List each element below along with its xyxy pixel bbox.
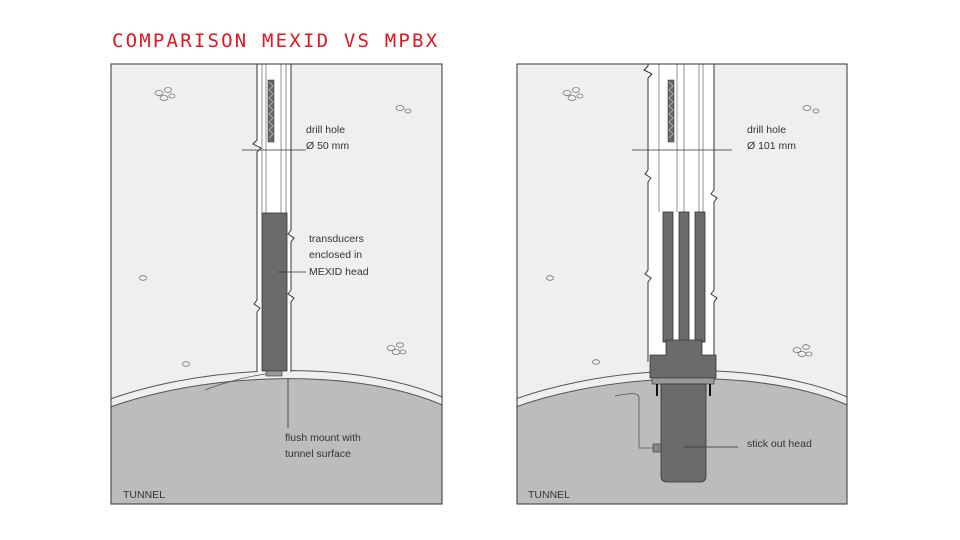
stick-out-head [660,383,707,483]
diameter-label: Ø 101 mm [747,140,796,152]
panel-border [516,63,848,505]
flush-label-line2: tunnel surface [285,448,351,460]
drill-hole-label: drill hole [747,124,786,136]
tunnel-section [111,378,442,504]
extensometer-rods [261,64,287,214]
drill-hole-wall-right [287,64,295,372]
mpbx-cable [614,393,653,449]
anchor-zigzag [268,81,274,139]
mpbx-panel: drill hole Ø 101 mm stick out head TUNNE… [516,63,848,505]
panel-border [110,63,443,505]
mexid-panel: drill hole Ø 50 mm transducers enclosed … [110,63,443,505]
mexid-cable [204,373,267,391]
pebbles-icon [546,87,820,365]
mexid-base [265,370,283,377]
stick-out-head-label: stick out head [747,438,812,450]
drill-hole-wall-right [710,64,718,362]
anchor-zigzag [668,81,674,139]
transducer-label-line2: enclosed in [309,249,362,261]
tunnel-label: TUNNEL [528,489,570,501]
rod-tubes [662,211,706,343]
page-title: COMPARISON MEXID VS MPBX [112,30,440,52]
cable-connector [652,443,662,453]
pebbles-icon [139,87,412,367]
drill-hole-wall-left [643,64,653,362]
mpbx-collar [651,377,715,385]
flush-label-line1: flush mount with [285,432,361,444]
anchor [667,79,675,143]
mexid-head [261,212,288,372]
diameter-label: Ø 50 mm [306,140,349,152]
mpbx-head-flange [649,339,717,379]
transducer-label-line3: MEXID head [309,266,369,278]
drill-hole-label: drill hole [306,124,345,136]
transducer-label-line1: transducers [309,233,364,245]
anchor [267,79,275,143]
tunnel-label: TUNNEL [123,489,165,501]
extensometer-rods [658,64,704,212]
drill-hole-wall-left [252,64,262,372]
